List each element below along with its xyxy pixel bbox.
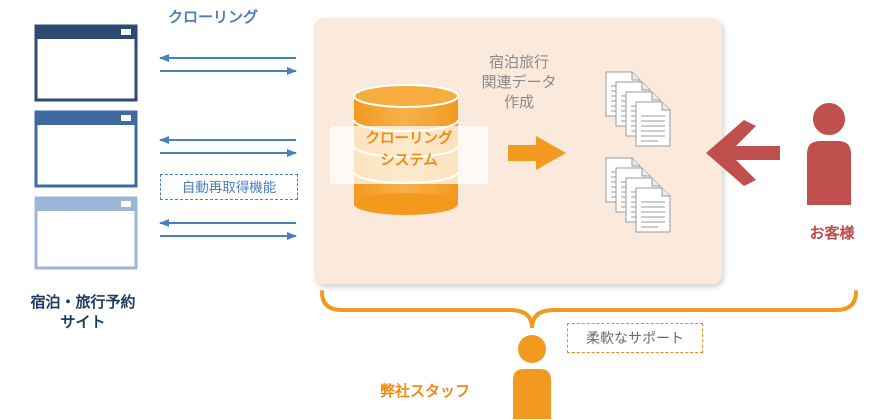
staff-label: 弊社スタッフ	[380, 382, 471, 400]
sites-label-line2: サイト	[60, 313, 106, 331]
request-arrow	[706, 120, 780, 186]
auto-retry-label: 自動再取得機能	[160, 174, 298, 200]
browser-window-icon	[34, 24, 138, 102]
crawling-label: クローリング	[168, 8, 259, 26]
data-creation-line3: 作成	[503, 93, 534, 111]
data-creation-line1: 宿泊旅行	[488, 53, 549, 71]
data-creation-line2: 関連データ	[481, 73, 557, 91]
customer-label: お客様	[809, 224, 855, 242]
staff-brace	[320, 290, 858, 329]
crawling-system-label: クローリング システム	[330, 128, 488, 172]
data-creation-label: 宿泊旅行 関連データ 作成	[464, 52, 574, 112]
system-label-line2: システム	[380, 153, 438, 169]
crawl-arrows	[159, 54, 297, 240]
process-arrow	[508, 136, 566, 170]
sites-label: 宿泊・旅行予約 サイト	[10, 292, 156, 332]
browser-window-icon	[34, 110, 138, 188]
person-icon	[511, 333, 553, 420]
person-icon	[805, 101, 853, 207]
system-label-band	[330, 126, 488, 184]
system-label-line1: クローリング	[365, 131, 453, 147]
flexible-support-label: 柔軟なサポート	[567, 323, 703, 353]
browser-window-icon	[34, 196, 138, 270]
sites-label-line1: 宿泊・旅行予約	[30, 293, 136, 311]
